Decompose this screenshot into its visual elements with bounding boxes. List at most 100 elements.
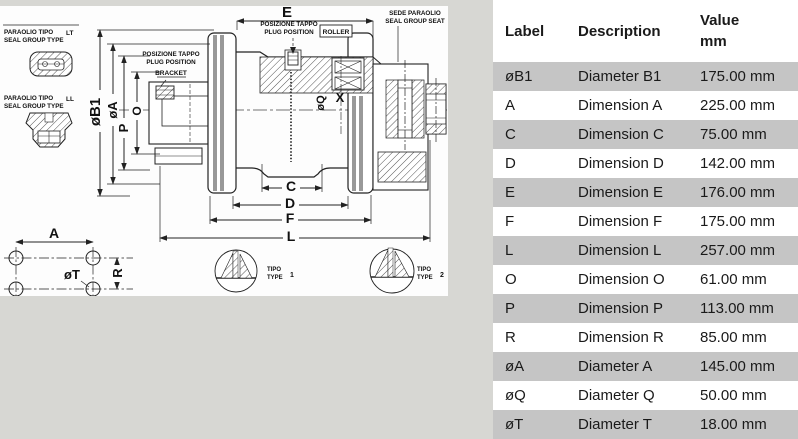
seal-ll-title-en: SEAL GROUP TYPE [4, 103, 64, 110]
cell-label: øT [505, 416, 524, 433]
table-row: øT Diameter T 18.00 mm [493, 410, 798, 439]
cell-label: E [505, 184, 516, 201]
header-description: Description [578, 22, 661, 40]
seal-ll-detail: PARAOLIO TIPO SEAL GROUP TYPE LL [4, 95, 74, 148]
cell-description: Diameter Q [578, 387, 655, 404]
cell-description: Diameter T [578, 416, 652, 433]
cell-value: 75.00 mm [700, 126, 767, 143]
type2-number: 2 [440, 272, 444, 279]
dim-a-diameter-label: øA [105, 101, 120, 119]
roller-section-view [92, 32, 447, 194]
cell-label: A [505, 97, 516, 114]
dim-p-label: P [116, 123, 131, 132]
table-row: øA Diameter A 145.00 mm [493, 352, 798, 381]
roller-body [236, 38, 374, 178]
table-row: F Dimension F 175.00 mm [493, 207, 798, 236]
bolt-hole [8, 281, 24, 296]
track-roller-drawing: PARAOLIO TIPO SEAL GROUP TYPE LT PARAOLI… [0, 4, 448, 296]
cell-value: 175.00 mm [700, 213, 776, 230]
table-row: L Dimension L 257.00 mm [493, 236, 798, 265]
plug-roller-line2: PLUG POSITION [264, 29, 314, 36]
dim-d-label: D [285, 195, 295, 211]
dim-c-label: C [286, 178, 296, 194]
cell-description: Dimension P [578, 300, 664, 317]
annotations: POSIZIONE TAPPO PLUG POSITION BRACKET PO… [142, 10, 445, 111]
cell-label: L [505, 242, 514, 259]
cell-value: 145.00 mm [700, 358, 776, 375]
header-value-line1: Value [700, 12, 740, 29]
cell-value: 61.00 mm [700, 271, 767, 288]
table-row: A Dimension A 225.00 mm [493, 91, 798, 120]
roller-label: ROLLER [323, 29, 350, 36]
cell-label: øA [505, 358, 525, 375]
bearing [331, 56, 365, 134]
cell-value: 18.00 mm [700, 416, 767, 433]
cell-value: 50.00 mm [700, 387, 767, 404]
seal-lt-title-en: SEAL GROUP TYPE [4, 37, 64, 44]
cell-label: O [505, 271, 517, 288]
dim-q-label: øQ [315, 95, 327, 111]
seal-ll-title-it: PARAOLIO TIPO [4, 95, 53, 102]
table-row: R Dimension R 85.00 mm [493, 323, 798, 352]
seal-lt-code: LT [66, 30, 73, 37]
cell-description: Diameter A [578, 358, 653, 375]
cell-value: 176.00 mm [700, 184, 776, 201]
dim-e-label: E [282, 4, 292, 21]
type-1-detail: TIPO TYPE 1 [214, 249, 294, 293]
cell-label: F [505, 213, 515, 230]
cell-description: Dimension D [578, 155, 664, 172]
cell-value: 225.00 mm [700, 97, 776, 114]
cell-description: Dimension A [578, 97, 663, 114]
dim-f-label: F [286, 210, 295, 226]
cell-description: Dimension F [578, 213, 663, 230]
bolt-hole [8, 250, 24, 266]
cell-label: øB1 [505, 68, 533, 85]
seal-ll-section-icon [25, 112, 73, 148]
seal-ll-code: LL [66, 96, 74, 103]
end-cap [425, 78, 447, 142]
cell-description: Dimension O [578, 271, 665, 288]
cell-value: 85.00 mm [700, 329, 767, 346]
type1-number: 1 [290, 272, 294, 279]
technical-drawing: PARAOLIO TIPO SEAL GROUP TYPE LT PARAOLI… [0, 0, 448, 296]
cell-value: 257.00 mm [700, 242, 776, 259]
seal-seat-flange [372, 56, 429, 191]
dim-a-label: A [49, 225, 59, 241]
dim-o-label: O [130, 106, 144, 115]
seal-seat-line1: SEDE PARAOLIO [389, 10, 441, 17]
cell-description: Dimension E [578, 184, 664, 201]
dim-r-label: R [110, 268, 125, 278]
seal-seat-line2: SEAL GROUP SEAT [385, 18, 445, 25]
type-2-detail: TIPO TYPE 2 [369, 247, 444, 294]
cell-label: R [505, 329, 516, 346]
cell-value: 142.00 mm [700, 155, 776, 172]
cell-label: P [505, 300, 516, 317]
left-tread-collar [207, 32, 237, 194]
plug-bracket-line3: BRACKET [155, 70, 187, 77]
dim-t-label: øT [64, 267, 80, 282]
type1-line2: TYPE [267, 275, 283, 281]
cell-label: D [505, 155, 516, 172]
dim-l-label: L [287, 228, 296, 244]
dim-x-label: X [336, 90, 345, 105]
seal-lt-detail: PARAOLIO TIPO SEAL GROUP TYPE LT [3, 24, 79, 77]
cell-description: Dimension L [578, 242, 662, 259]
plug-bracket-line1: POSIZIONE TAPPO [142, 51, 199, 58]
table-header: Label Description Value mm [493, 0, 798, 62]
cell-description: Dimension R [578, 329, 664, 346]
dim-b1-label: øB1 [87, 98, 104, 126]
header-label: Label [505, 22, 545, 40]
seal-lt-title-it: PARAOLIO TIPO [4, 29, 53, 36]
type2-line1: TIPO [417, 267, 431, 273]
plug-bracket-line2: PLUG POSITION [146, 59, 196, 66]
bracket-outline [148, 79, 209, 165]
table-row: O Dimension O 61.00 mm [493, 265, 798, 294]
cell-label: C [505, 126, 516, 143]
cell-value: 175.00 mm [700, 68, 776, 85]
